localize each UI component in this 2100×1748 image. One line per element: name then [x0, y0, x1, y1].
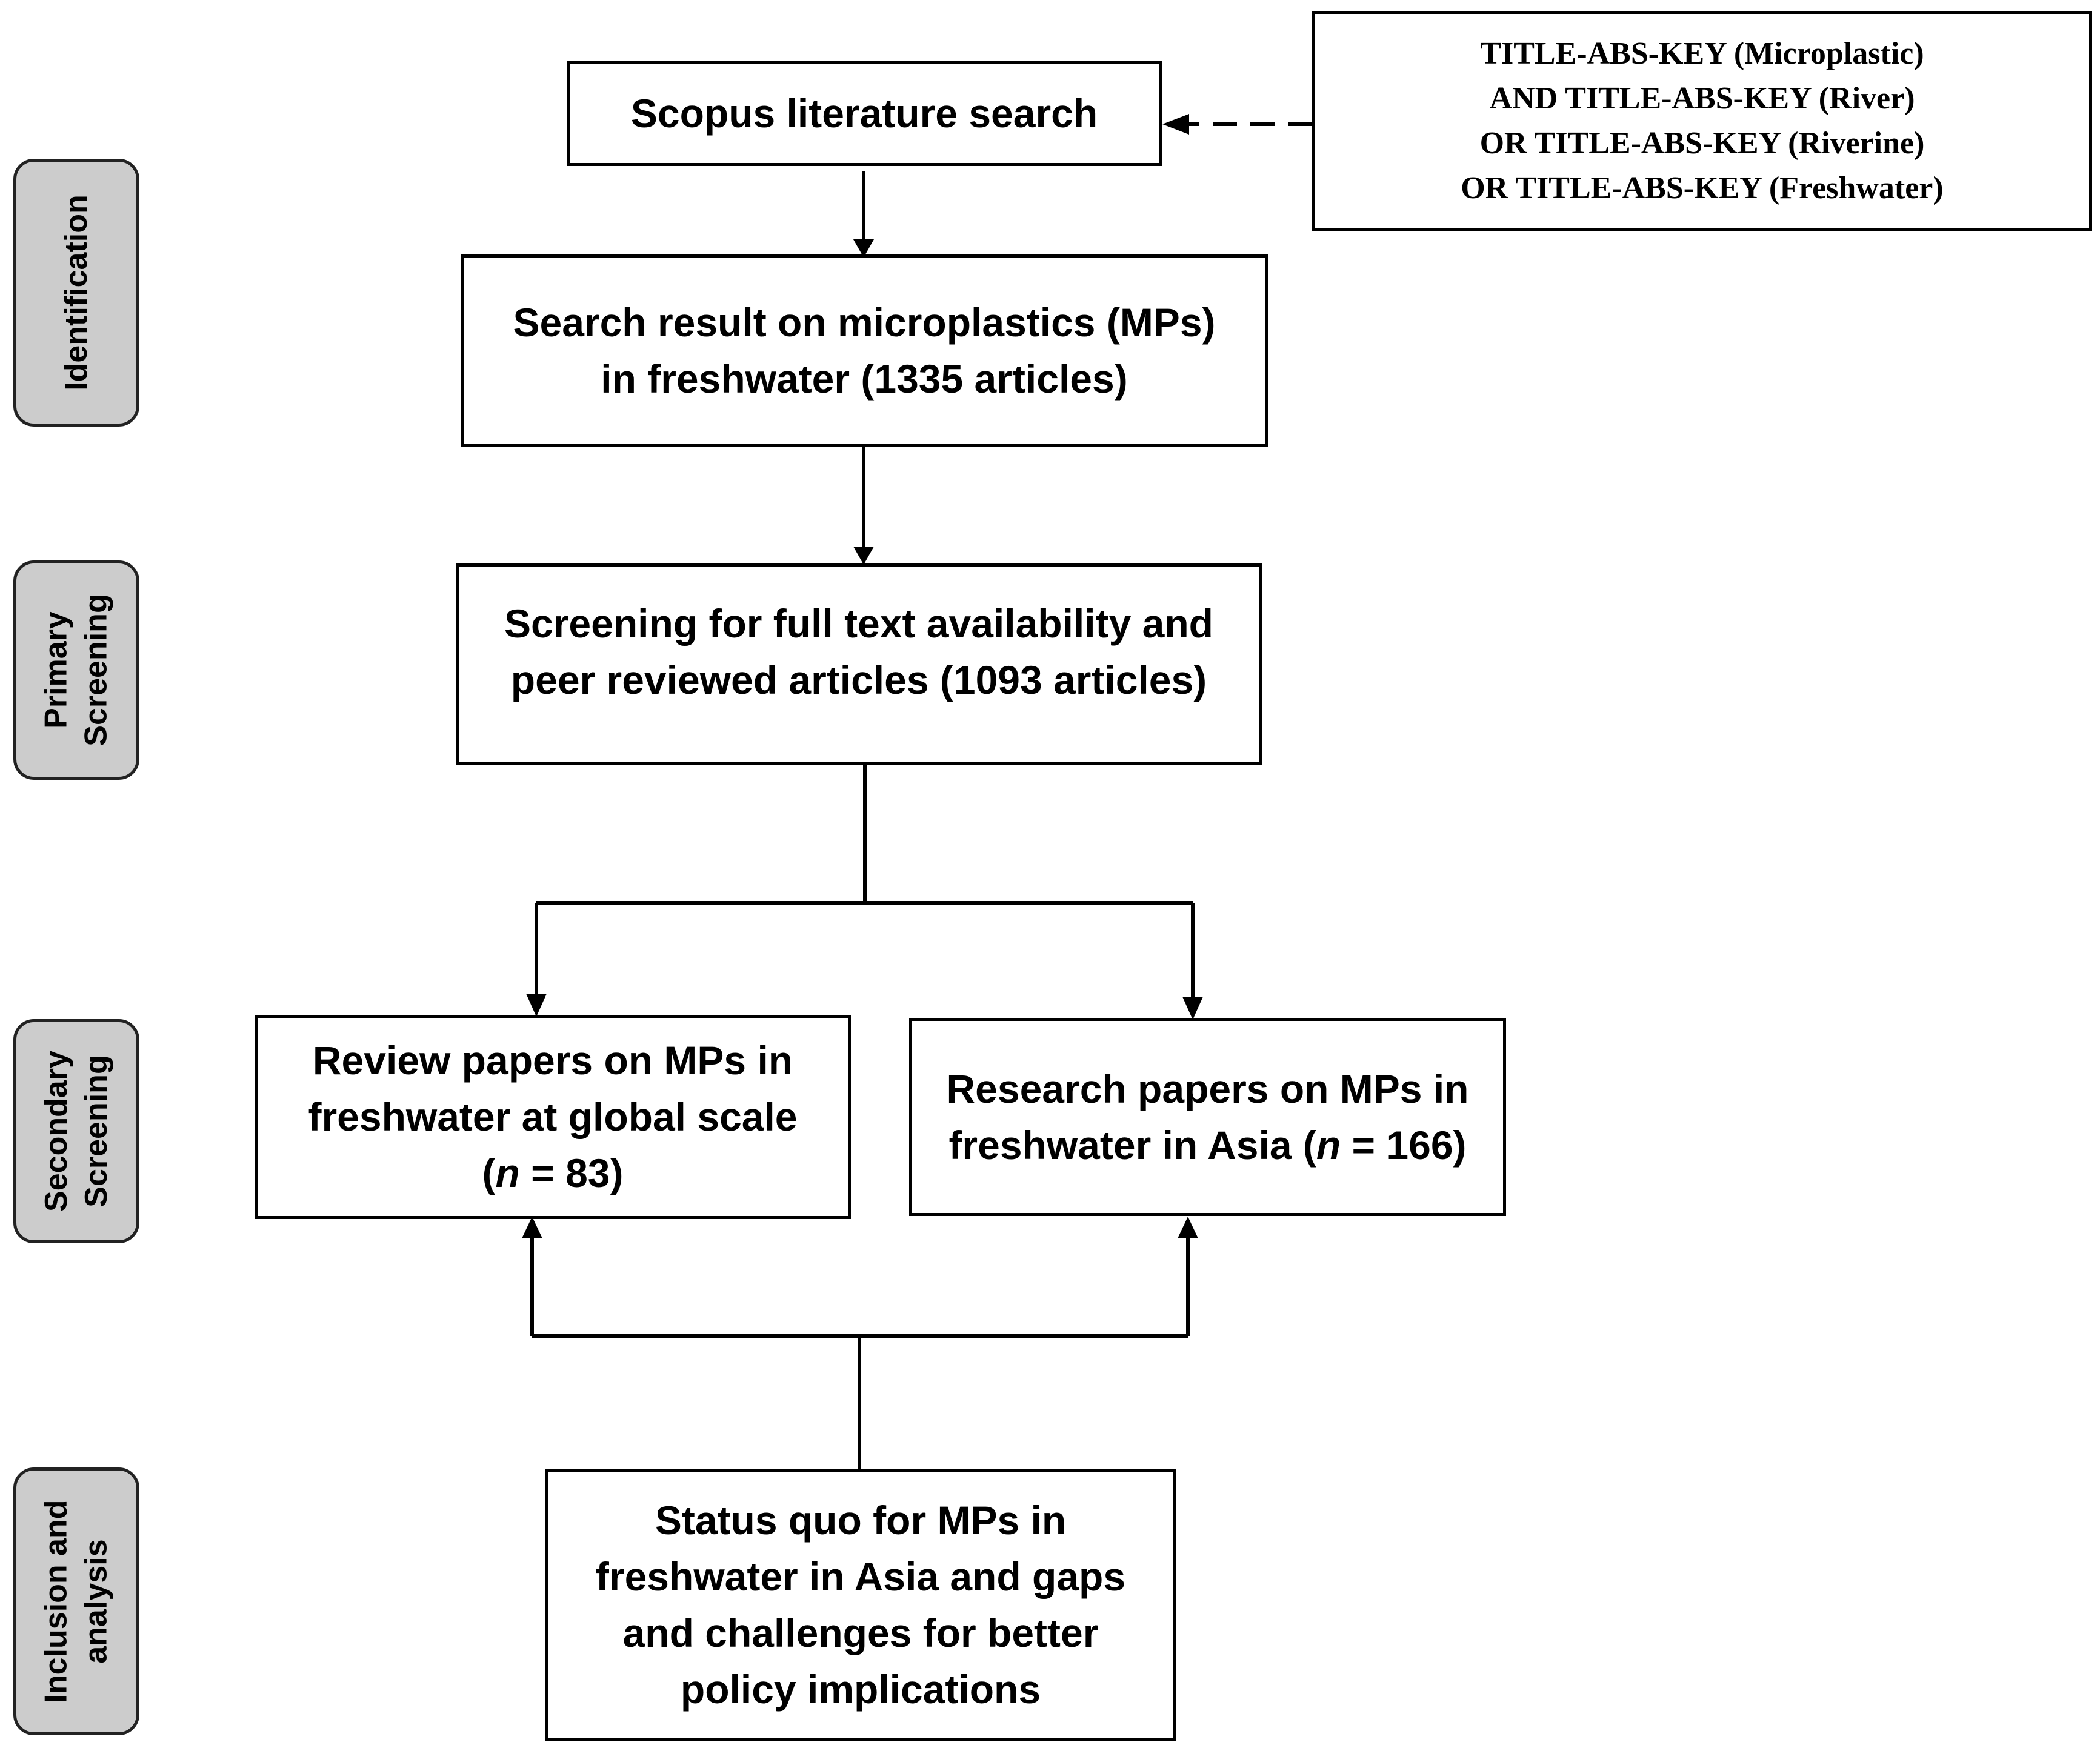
arrowhead-into-review	[526, 994, 547, 1017]
scopus-search-box: Scopus literature search	[567, 61, 1162, 166]
search-query-box: TITLE-ABS-KEY (Microplastic) AND TITLE-A…	[1312, 11, 2092, 231]
stage-primary-screening: Primary Screening	[13, 560, 139, 780]
research-papers-box: Research papers on MPs in freshwater in …	[909, 1018, 1506, 1216]
stage-identification-label: Identification	[59, 194, 94, 391]
stage-secondary-screening-label: Secondary Screening	[39, 1051, 115, 1212]
status-quo-box: Status quo for MPs in freshwater in Asia…	[545, 1469, 1176, 1741]
arrowhead-into-screening	[853, 547, 874, 565]
stage-secondary-screening: Secondary Screening	[13, 1019, 139, 1243]
arrowhead-into-research	[1182, 997, 1203, 1020]
screening-box: Screening for full text availability and…	[456, 563, 1262, 765]
arrowhead-into-scopus	[1162, 114, 1189, 135]
arrowhead-up-review	[522, 1217, 542, 1238]
review-papers-box: Review papers on MPs in freshwater at gl…	[255, 1015, 851, 1219]
arrowhead-up-research	[1178, 1217, 1198, 1238]
stage-identification: Identification	[13, 159, 139, 427]
search-result-box: Search result on microplastics (MPs) in …	[461, 254, 1268, 447]
stage-inclusion-analysis-label: Inclusion and analysis	[39, 1500, 115, 1703]
stage-inclusion-analysis: Inclusion and analysis	[13, 1467, 139, 1735]
arrowhead-into-search	[853, 239, 874, 258]
stage-primary-screening-label: Primary Screening	[39, 594, 115, 746]
